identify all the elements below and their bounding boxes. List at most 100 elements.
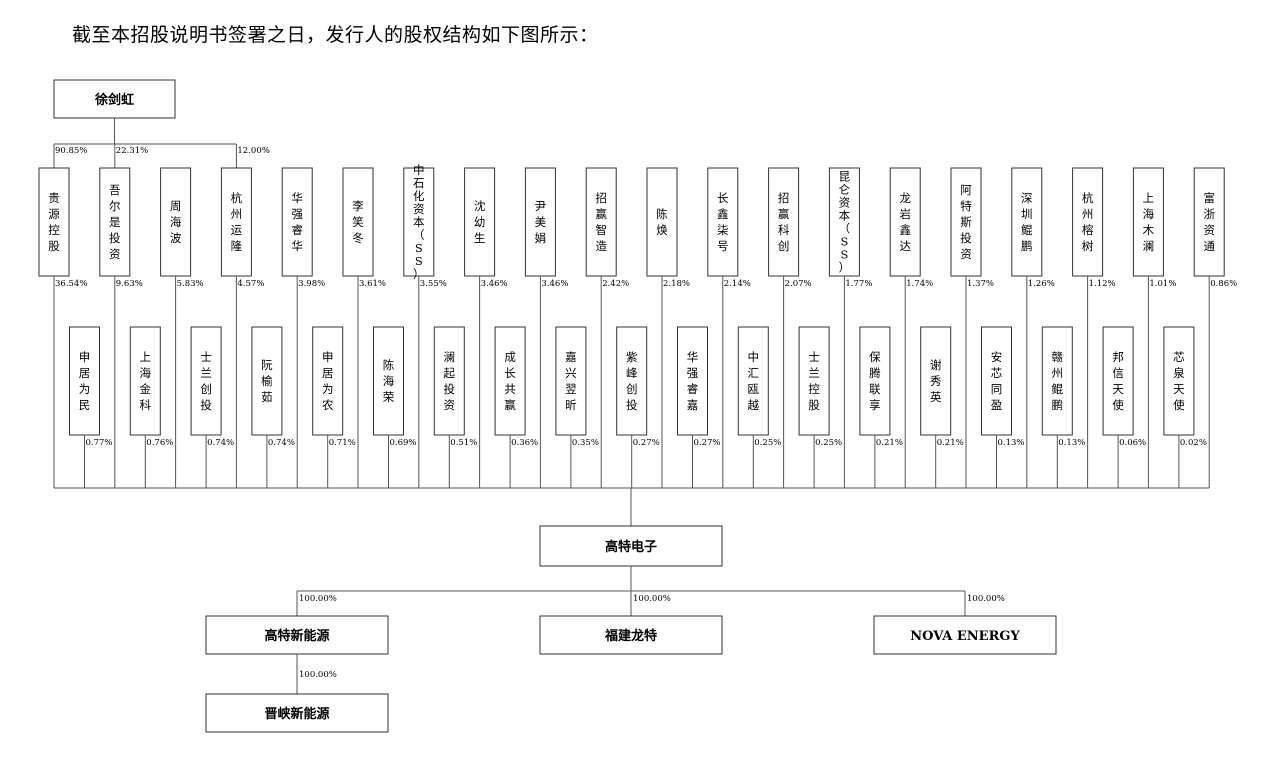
shareholder-box-top[interactable]: 招赢科创: [768, 167, 800, 277]
shareholder-box-top[interactable]: 李笑冬: [342, 167, 374, 277]
entity-name: 沈幼生: [474, 199, 486, 245]
shareholder-box-top[interactable]: 吾尔是投资: [99, 167, 131, 277]
shareholder-box-bottom[interactable]: 赣州鲲鹏: [1041, 326, 1073, 436]
shareholder-box-top[interactable]: 深圳鲲鹏: [1011, 167, 1043, 277]
entity-name: 陈海荣: [383, 358, 395, 404]
entity-box: [205, 615, 389, 655]
shareholder-box-top[interactable]: 富浙资通: [1193, 167, 1225, 277]
entity-name: 嘉兴翌昕: [565, 350, 577, 412]
percentage-label: 100.00%: [299, 594, 337, 604]
percentage-label: 0.69%: [390, 438, 417, 448]
entity-name: 谢秀英: [930, 358, 942, 404]
entity-name: 华强睿嘉: [687, 350, 699, 412]
entity-box: [342, 167, 374, 277]
shareholder-box-top[interactable]: 尹美娟: [524, 167, 556, 277]
shareholder-box-top[interactable]: 贵源控股: [38, 167, 70, 277]
entity-box: [69, 326, 100, 436]
entity-name: 成长共赢: [504, 350, 516, 412]
entity-box: [859, 326, 891, 436]
entity-name: 上海木澜: [1143, 191, 1155, 253]
percentage-label: 3.61%: [359, 279, 386, 289]
shareholder-box-bottom[interactable]: 成长共赢: [494, 326, 526, 436]
shareholder-box-bottom[interactable]: 芯泉天使: [1163, 326, 1195, 436]
shareholder-box-bottom[interactable]: 安芯同盈: [981, 326, 1012, 436]
percentage-label: 2.42%: [602, 279, 629, 289]
entity-name: 李笑冬: [352, 199, 364, 245]
percentage-label: 4.57%: [237, 279, 264, 289]
entity-name: 紫峰创投: [626, 350, 638, 412]
shareholder-box-bottom[interactable]: 阮榆茹: [251, 326, 283, 436]
shareholder-box-bottom[interactable]: 申居为民: [69, 326, 100, 436]
shareholder-box-top[interactable]: 杭州运隆: [220, 167, 252, 277]
entity-box: [646, 167, 678, 277]
entity-name: 徐剑虹: [94, 92, 134, 108]
subsidiary-box[interactable]: 高特新能源: [205, 615, 389, 655]
entity-box: [251, 326, 283, 436]
entity-name: 龙岩鑫达: [899, 191, 911, 253]
percentage-label: 1.01%: [1149, 279, 1176, 289]
shareholder-box-bottom[interactable]: 嘉兴翌昕: [555, 326, 587, 436]
shareholder-box-bottom[interactable]: 陈海荣: [373, 326, 404, 436]
entity-box: [38, 167, 70, 277]
entity-name: 邦信天使: [1112, 350, 1124, 412]
entity-name: 深圳鲲鹏: [1021, 191, 1033, 253]
shareholder-box-top[interactable]: 华强睿华: [281, 167, 313, 277]
entity-box: [920, 326, 952, 436]
subsidiary-box[interactable]: NOVA ENERGY: [873, 615, 1057, 655]
percentage-label: 2.14%: [724, 279, 751, 289]
shareholder-box-top[interactable]: 沈幼生: [464, 167, 496, 277]
entity-name: 赣州鲲鹏: [1052, 350, 1064, 412]
percentage-label: 12.00%: [237, 146, 269, 156]
percentage-label: 3.98%: [298, 279, 325, 289]
shareholder-box-top[interactable]: 龙岩鑫达: [889, 167, 921, 277]
entity-box: [205, 693, 389, 733]
shareholder-box-top[interactable]: 招赢智造: [585, 167, 617, 277]
shareholder-box-top[interactable]: 陈焕: [646, 167, 678, 277]
entity-box: [160, 167, 192, 277]
shareholder-box-bottom[interactable]: 申居为农: [312, 326, 344, 436]
shareholder-box-bottom[interactable]: 邦信天使: [1102, 326, 1134, 436]
shareholder-box-bottom[interactable]: 中汇瓯越: [737, 326, 769, 436]
entity-box: [768, 167, 800, 277]
percentage-label: 0.86%: [1210, 279, 1237, 289]
entity-box: [950, 167, 982, 277]
shareholder-box-bottom[interactable]: 上海金科: [129, 326, 161, 436]
entity-box: [828, 167, 860, 277]
entity-box: [1163, 326, 1195, 436]
percentage-label: 3.46%: [541, 279, 568, 289]
entity-box: [220, 167, 252, 277]
shareholder-box-bottom[interactable]: 保腾联享: [859, 326, 891, 436]
sub-subsidiary-box[interactable]: 晋峡新能源: [205, 693, 389, 733]
entity-box: [677, 326, 708, 436]
percentage-label: 100.00%: [633, 594, 671, 604]
shareholder-box-bottom[interactable]: 士兰控股: [798, 326, 830, 436]
entity-name: 周海波: [170, 199, 182, 245]
shareholder-box-top[interactable]: 杭州榕树: [1072, 167, 1104, 277]
entity-box: [281, 167, 313, 277]
shareholder-box-bottom[interactable]: 华强睿嘉: [677, 326, 708, 436]
founder-box[interactable]: 徐剑虹: [53, 79, 176, 119]
shareholder-box-top[interactable]: 周海波: [160, 167, 192, 277]
entity-name: 华强睿华: [291, 191, 303, 253]
entity-box: [1193, 167, 1225, 277]
shareholder-box-top[interactable]: 阿特斯投资: [950, 167, 982, 277]
shareholder-box-top[interactable]: 长鑫柒号: [707, 167, 739, 277]
entity-name: 晋峡新能源: [264, 706, 329, 722]
subsidiary-box[interactable]: 福建龙特: [539, 615, 723, 655]
shareholder-box-bottom[interactable]: 紫峰创投: [616, 326, 648, 436]
percentage-label: 0.71%: [329, 438, 356, 448]
shareholder-box-bottom[interactable]: 谢秀英: [920, 326, 952, 436]
percentage-label: 0.35%: [572, 438, 599, 448]
entity-name: 福建龙特: [604, 628, 657, 644]
issuer-box[interactable]: 高特电子: [539, 525, 723, 567]
shareholder-box-top[interactable]: 上海木澜: [1132, 167, 1164, 277]
percentage-label: 1.74%: [906, 279, 933, 289]
shareholder-box-bottom[interactable]: 澜起投资: [433, 326, 465, 436]
shareholder-box-bottom[interactable]: 士兰创投: [190, 326, 222, 436]
entity-name: 招赢智造: [595, 191, 607, 253]
entity-name: 贵源控股: [48, 191, 60, 253]
entity-box: [616, 326, 648, 436]
